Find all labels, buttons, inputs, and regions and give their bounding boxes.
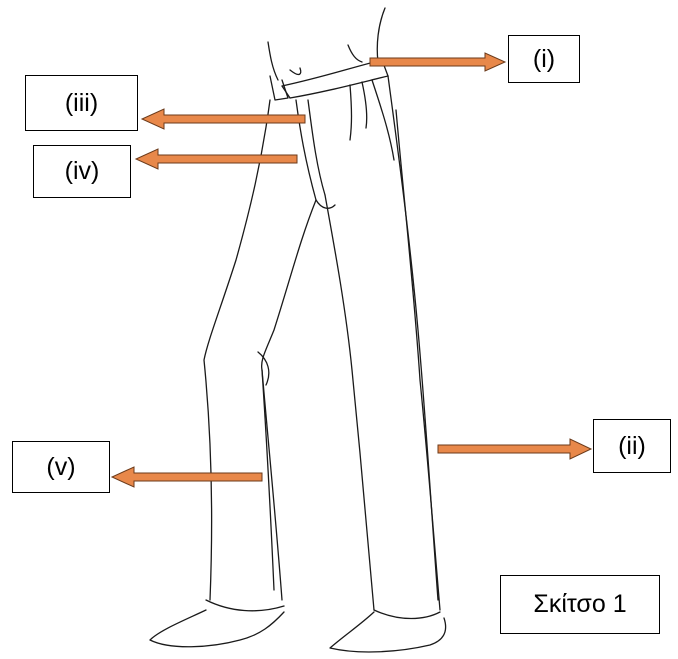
pleat-1	[349, 84, 353, 141]
pleat-2	[361, 81, 368, 129]
fly-line	[295, 99, 317, 201]
label-iii: (iii)	[25, 75, 138, 131]
label-ii: (ii)	[593, 419, 671, 473]
arrow-v	[110, 466, 263, 488]
label-iv: (iv)	[33, 145, 131, 198]
torso-left-line	[267, 41, 279, 81]
shirt-tuck	[347, 44, 363, 63]
right-shoe	[329, 611, 447, 653]
left-knee-fold	[257, 351, 270, 386]
label-v: (v)	[12, 441, 110, 493]
left-shoe	[149, 609, 285, 648]
belt-loop	[269, 75, 289, 101]
waistband-top	[281, 59, 383, 87]
waistband-bottom	[289, 75, 389, 99]
crotch	[315, 199, 336, 209]
right-leg-outer	[387, 75, 439, 601]
arrow-iv	[134, 148, 298, 170]
fly-seam	[307, 99, 326, 196]
left-leg-seam	[261, 369, 275, 591]
right-leg-inner	[324, 194, 375, 611]
arrow-ii	[437, 438, 593, 460]
left-leg-outer	[203, 99, 271, 601]
arrow-i	[369, 52, 507, 72]
right-hem	[373, 609, 441, 620]
left-leg-inner	[260, 199, 317, 601]
right-leg-side-seam	[395, 109, 441, 611]
torso-right-line	[376, 7, 386, 63]
arrow-iii	[140, 108, 306, 130]
shirt-curve	[289, 67, 302, 76]
pocket-line	[371, 79, 395, 161]
sketch-caption: Σκίτσο 1	[500, 575, 660, 634]
left-hem	[205, 599, 285, 612]
label-i: (i)	[508, 35, 580, 83]
